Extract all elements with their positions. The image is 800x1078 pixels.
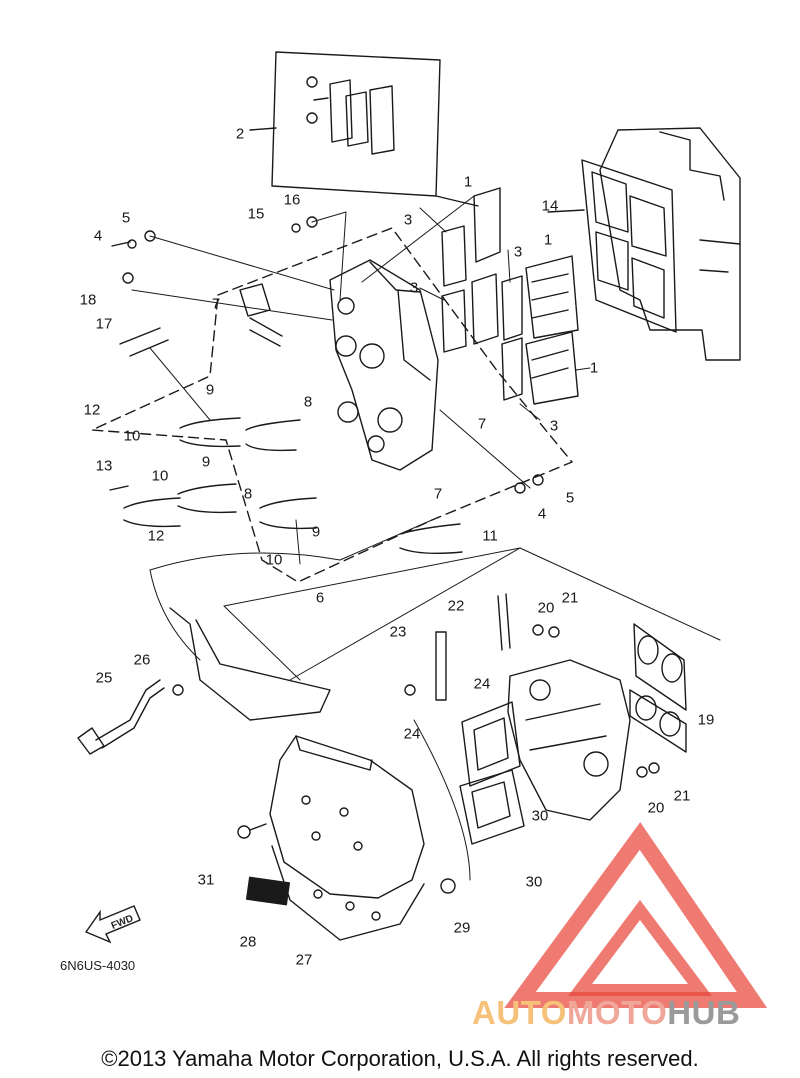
callout-number: 31 [197, 871, 215, 889]
dashed-assembly-outline [91, 227, 573, 583]
callout-number: 19 [697, 711, 715, 729]
callout-number: 21 [673, 787, 691, 805]
callout-number: 7 [211, 295, 221, 313]
callout-number: 1 [589, 359, 599, 377]
callout-number: 24 [473, 675, 491, 693]
callout-number: 24 [403, 725, 421, 743]
watermark-auto: AUTO [472, 994, 567, 1031]
watermark-hub: HUB [667, 994, 741, 1031]
callout-number: 18 [79, 291, 97, 309]
intake-silencer-cover [269, 735, 425, 941]
callout-number: 2 [235, 125, 245, 143]
callout-number: 15 [247, 205, 265, 223]
callout-number: 12 [83, 401, 101, 419]
callout-number: 27 [295, 951, 313, 969]
callout-number: 22 [447, 597, 465, 615]
callout-number: 12 [147, 527, 165, 545]
callout-number: 10 [151, 467, 169, 485]
leader-lines [131, 195, 721, 681]
callout-number: 16 [283, 191, 301, 209]
callout-number: 9 [311, 523, 321, 541]
callout-number: 9 [201, 453, 211, 471]
flange-gaskets [459, 701, 525, 845]
reed-valves [441, 187, 579, 405]
callout-number: 3 [403, 211, 413, 229]
part-code: 6N6US-4030 [60, 958, 136, 973]
reed-valve-inset [249, 51, 479, 207]
callout-number: 23 [389, 623, 407, 641]
callout-number: 28 [239, 933, 257, 951]
callout-number: 11 [482, 527, 498, 545]
callout-number: 30 [525, 873, 543, 891]
callout-number: 14 [541, 197, 559, 215]
watermark-moto: MOTO [566, 994, 668, 1031]
callout-number: 3 [513, 243, 523, 261]
callout-number: 4 [93, 227, 103, 245]
callout-number: 10 [123, 427, 141, 445]
callout-number: 3 [549, 417, 559, 435]
bolts-and-washers [109, 216, 660, 894]
callout-number: 17 [95, 315, 113, 333]
callout-number: 1 [543, 231, 553, 249]
callout-number: 21 [561, 589, 579, 607]
copyright-notice: ©2013 Yamaha Motor Corporation, U.S.A. A… [101, 1046, 699, 1071]
callout-number: 13 [95, 457, 113, 475]
callout-number: 7 [433, 485, 443, 503]
callout-number: 10 [265, 551, 283, 569]
carb-gaskets [629, 623, 687, 753]
automotohub-logo-icon [504, 822, 768, 1008]
callout-number: 26 [133, 651, 151, 669]
callout-number: 7 [477, 415, 487, 433]
callout-number: 20 [647, 799, 665, 817]
callout-number: 9 [205, 381, 215, 399]
callout-number: 8 [243, 485, 253, 503]
callout-number: 4 [537, 505, 547, 523]
watermark-logo-text: AUTOMOTOHUB [472, 994, 740, 1032]
callout-number: 6 [315, 589, 325, 607]
fwd-arrow-icon [84, 905, 141, 944]
callout-number: 5 [121, 209, 131, 227]
callout-number: 25 [95, 669, 113, 687]
hoses [119, 283, 463, 555]
callout-number: 1 [463, 173, 473, 191]
callout-number: 30 [531, 807, 549, 825]
callout-number: 20 [537, 599, 555, 617]
silencer-bracket [77, 607, 331, 755]
callout-number: 5 [565, 489, 575, 507]
carburetor [435, 593, 631, 821]
intake-manifold [329, 259, 439, 471]
callout-number: 8 [303, 393, 313, 411]
crankcase-outline [547, 127, 741, 361]
callout-number: 3 [409, 279, 419, 297]
lower-assembly-outline [149, 519, 521, 881]
callout-number: 29 [453, 919, 471, 937]
